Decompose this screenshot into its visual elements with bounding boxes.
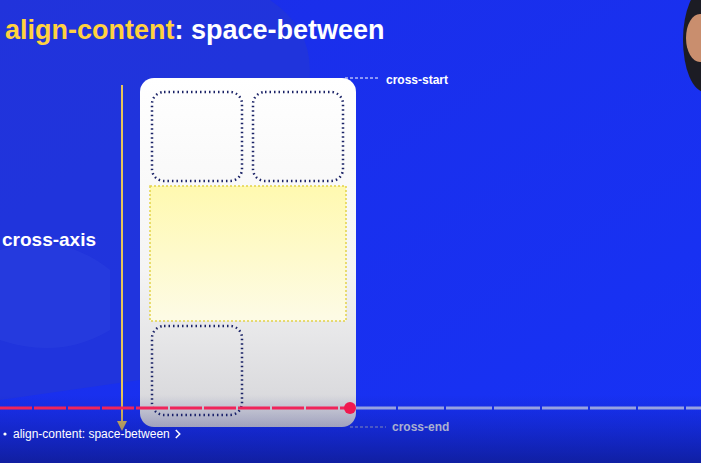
flex-container [140,78,356,427]
player-shade [0,395,701,463]
background-shape [0,243,110,348]
progress-played [0,407,350,410]
chapter-chevron [176,430,180,438]
slide-title: : space-between [175,17,385,44]
progress-dot [344,402,356,414]
webcam-person [683,0,701,92]
axis-label: cross-axis [2,230,96,249]
cross-start-line [345,78,380,79]
axis-label: cross-start [386,74,448,86]
progress-remaining [350,407,701,410]
cross-axis-line [121,85,123,422]
flex-items [152,92,343,415]
slide-title: align-content [5,17,175,44]
chapter-title: align-content: space-between [13,428,170,440]
chapter-bullet [3,432,6,435]
axis-label: cross-end [392,421,449,433]
free-space [150,186,346,321]
